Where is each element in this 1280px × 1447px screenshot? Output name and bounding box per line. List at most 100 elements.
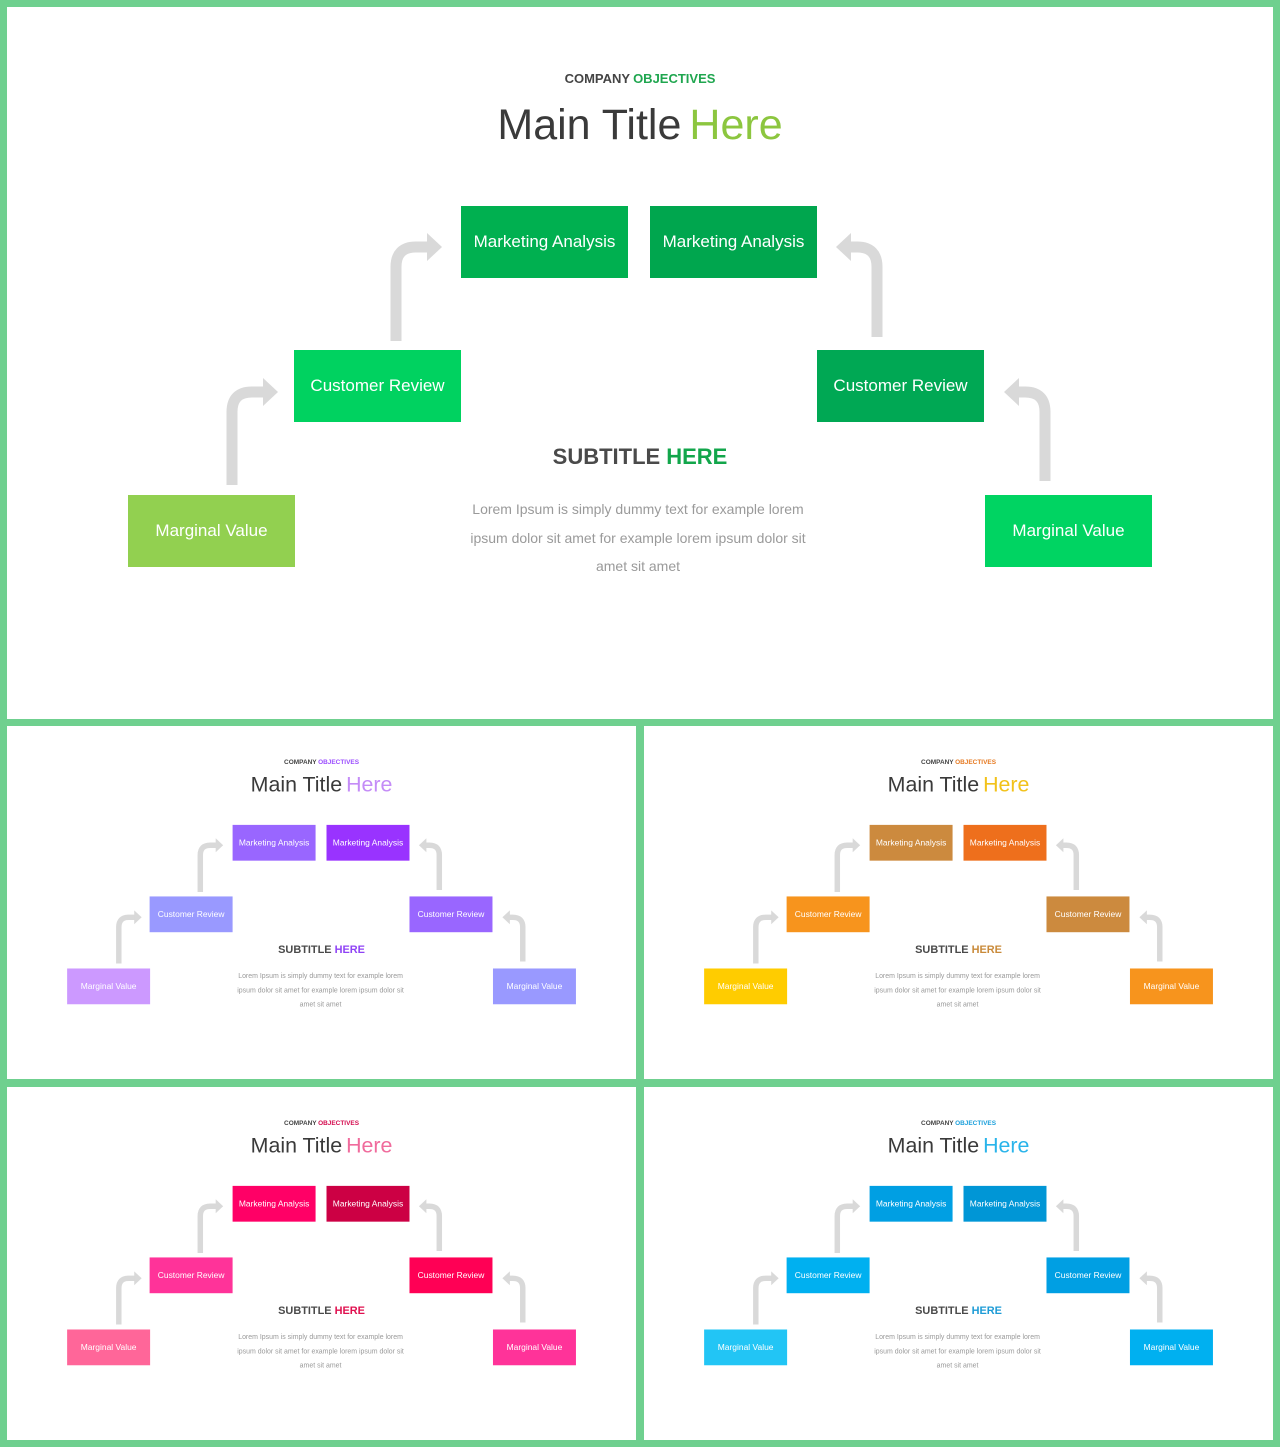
box-top-right: Marketing Analysis — [650, 206, 817, 278]
arrow-middle-left — [834, 842, 854, 892]
subtitle-prefix: SUBTITLE — [278, 1304, 332, 1317]
subtitle-prefix: SUBTITLE — [915, 943, 969, 956]
box-middle-right: Customer Review — [1046, 1257, 1130, 1294]
slide-content: COMPANYOBJECTIVES Main TitleHere Marketi… — [7, 1087, 636, 1440]
title-accent: Here — [983, 1133, 1030, 1158]
main-title: Main TitleHere — [7, 773, 636, 797]
box-top-left: Marketing Analysis — [869, 1185, 953, 1222]
box-middle-right: Customer Review — [817, 350, 984, 422]
arrowhead-middle-left — [852, 1199, 861, 1214]
arrows-group — [753, 1199, 1163, 1325]
box-middle-left: Customer Review — [786, 896, 870, 933]
arrowhead-middle-right — [1055, 1199, 1064, 1214]
box-bottom-right: Marginal Value — [985, 495, 1152, 567]
connector-arrows — [116, 838, 526, 964]
slide-content: COMPANYOBJECTIVES Main TitleHere Marketi… — [644, 1087, 1273, 1440]
box-middle-right: Customer Review — [1046, 896, 1130, 933]
arrow-middle-right — [1062, 1203, 1080, 1251]
arrow-bottom-left — [226, 386, 265, 485]
title-prefix: Main Title — [887, 1133, 980, 1158]
body-text: Lorem Ipsum is simply dummy text for exa… — [237, 1332, 404, 1369]
slide-blue: COMPANYOBJECTIVES Main TitleHere Marketi… — [644, 1087, 1273, 1440]
arrow-middle-left — [197, 842, 217, 892]
connector-arrows — [753, 1199, 1163, 1325]
subtitle-accent: HERE — [971, 1304, 1002, 1317]
box-top-right: Marketing Analysis — [963, 824, 1047, 861]
arrowhead-bottom-left — [771, 1271, 779, 1286]
title-accent: Here — [346, 1133, 393, 1158]
kicker: COMPANYOBJECTIVES — [7, 1119, 636, 1126]
arrowhead-middle-left — [852, 838, 861, 853]
kicker-accent: OBJECTIVES — [318, 757, 360, 766]
arrowhead-bottom-right — [502, 910, 510, 925]
box-top-right: Marketing Analysis — [963, 1185, 1047, 1222]
subtitle-prefix: SUBTITLE — [278, 943, 332, 956]
arrow-bottom-right — [1145, 914, 1163, 962]
arrow-middle-left — [834, 1203, 854, 1253]
slide-content: COMPANYOBJECTIVES Main TitleHere Marketi… — [7, 726, 636, 1079]
kicker-prefix: COMPANY — [921, 1118, 954, 1127]
box-top-left: Marketing Analysis — [232, 824, 316, 861]
arrowhead-middle-right — [836, 233, 851, 261]
kicker-prefix: COMPANY — [284, 1118, 317, 1127]
title-prefix: Main Title — [250, 1133, 343, 1158]
arrowhead-bottom-left — [771, 910, 779, 925]
arrow-bottom-right — [1017, 386, 1051, 481]
arrow-middle-right — [425, 842, 443, 890]
arrowhead-bottom-left — [263, 378, 278, 406]
box-top-left: Marketing Analysis — [232, 1185, 316, 1222]
box-bottom-left: Marginal Value — [704, 1329, 788, 1366]
subtitle-prefix: SUBTITLE — [552, 444, 661, 469]
arrowhead-bottom-left — [134, 1271, 142, 1286]
body-text: Lorem Ipsum is simply dummy text for exa… — [237, 971, 404, 1008]
title-prefix: Main Title — [887, 772, 980, 797]
title-prefix: Main Title — [497, 101, 682, 149]
subtitle-accent: HERE — [666, 444, 728, 469]
arrow-bottom-left — [116, 1275, 136, 1325]
kicker: COMPANYOBJECTIVES — [644, 758, 1273, 765]
subtitle-accent: HERE — [334, 943, 365, 956]
box-top-left: Marketing Analysis — [869, 824, 953, 861]
body-text: Lorem Ipsum is simply dummy text for exa… — [470, 501, 806, 574]
arrow-middle-left — [390, 241, 429, 341]
box-bottom-left: Marginal Value — [128, 495, 295, 567]
arrows-group — [753, 838, 1163, 964]
box-middle-right: Customer Review — [409, 1257, 493, 1294]
slide-pink: COMPANYOBJECTIVES Main TitleHere Marketi… — [7, 1087, 636, 1440]
box-bottom-left: Marginal Value — [67, 968, 151, 1005]
connector-arrows — [753, 838, 1163, 964]
arrow-bottom-right — [508, 914, 526, 962]
arrow-bottom-right — [508, 1275, 526, 1323]
arrowhead-middle-right — [418, 838, 427, 853]
connector-arrows — [226, 233, 1051, 485]
main-title: Main TitleHere — [644, 773, 1273, 797]
arrowhead-middle-left — [215, 1199, 224, 1214]
title-prefix: Main Title — [250, 772, 343, 797]
arrow-bottom-left — [753, 1275, 773, 1325]
box-top-right: Marketing Analysis — [326, 824, 410, 861]
box-bottom-right: Marginal Value — [492, 968, 576, 1005]
arrow-bottom-left — [753, 914, 773, 964]
box-middle-left: Customer Review — [786, 1257, 870, 1294]
arrowhead-bottom-right — [502, 1271, 510, 1286]
arrow-middle-left — [197, 1203, 217, 1253]
arrow-bottom-right — [1145, 1275, 1163, 1323]
box-bottom-left: Marginal Value — [704, 968, 788, 1005]
kicker-accent: OBJECTIVES — [955, 757, 997, 766]
slide-orange: COMPANYOBJECTIVES Main TitleHere Marketi… — [644, 726, 1273, 1079]
kicker-accent: OBJECTIVES — [633, 71, 716, 86]
kicker: COMPANYOBJECTIVES — [7, 758, 636, 765]
box-middle-right: Customer Review — [409, 896, 493, 933]
arrowhead-bottom-right — [1004, 378, 1019, 406]
title-accent: Here — [689, 101, 783, 149]
body-text: Lorem Ipsum is simply dummy text for exa… — [874, 971, 1041, 1008]
kicker-accent: OBJECTIVES — [955, 1118, 997, 1127]
box-bottom-right: Marginal Value — [1129, 1329, 1213, 1366]
kicker-prefix: COMPANY — [921, 757, 954, 766]
